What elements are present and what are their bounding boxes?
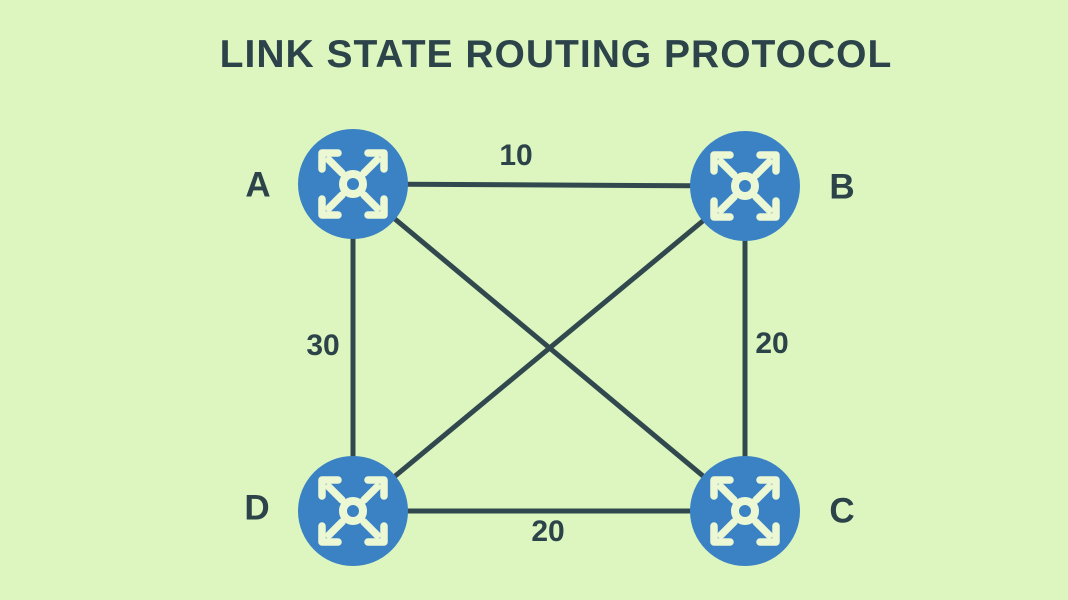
edge-b-d xyxy=(351,184,747,513)
edge-weight-d-c: 20 xyxy=(531,515,565,548)
edge-weight-b-c: 20 xyxy=(755,327,789,360)
node-label-c: C xyxy=(829,491,855,531)
edge-weight-a-d: 30 xyxy=(306,329,340,362)
edge-a-b xyxy=(352,181,746,189)
router-circle xyxy=(690,456,800,566)
node-label-d: D xyxy=(244,488,270,528)
node-label-a: A xyxy=(245,165,271,205)
router-circle xyxy=(690,131,800,241)
page-title: LINK STATE ROUTING PROTOCOL xyxy=(219,33,893,76)
router-arrows-icon xyxy=(318,476,388,546)
router-arrows-icon xyxy=(710,151,780,221)
edge-weight-a-b: 10 xyxy=(499,139,533,172)
router-circle xyxy=(298,456,408,566)
router-node-b xyxy=(690,131,800,241)
router-node-d xyxy=(298,456,408,566)
router-arrows-icon xyxy=(318,149,388,219)
node-label-b: B xyxy=(829,167,855,207)
router-arrows-icon xyxy=(710,476,780,546)
router-circle xyxy=(298,129,408,239)
router-node-c xyxy=(690,456,800,566)
router-node-a xyxy=(298,129,408,239)
